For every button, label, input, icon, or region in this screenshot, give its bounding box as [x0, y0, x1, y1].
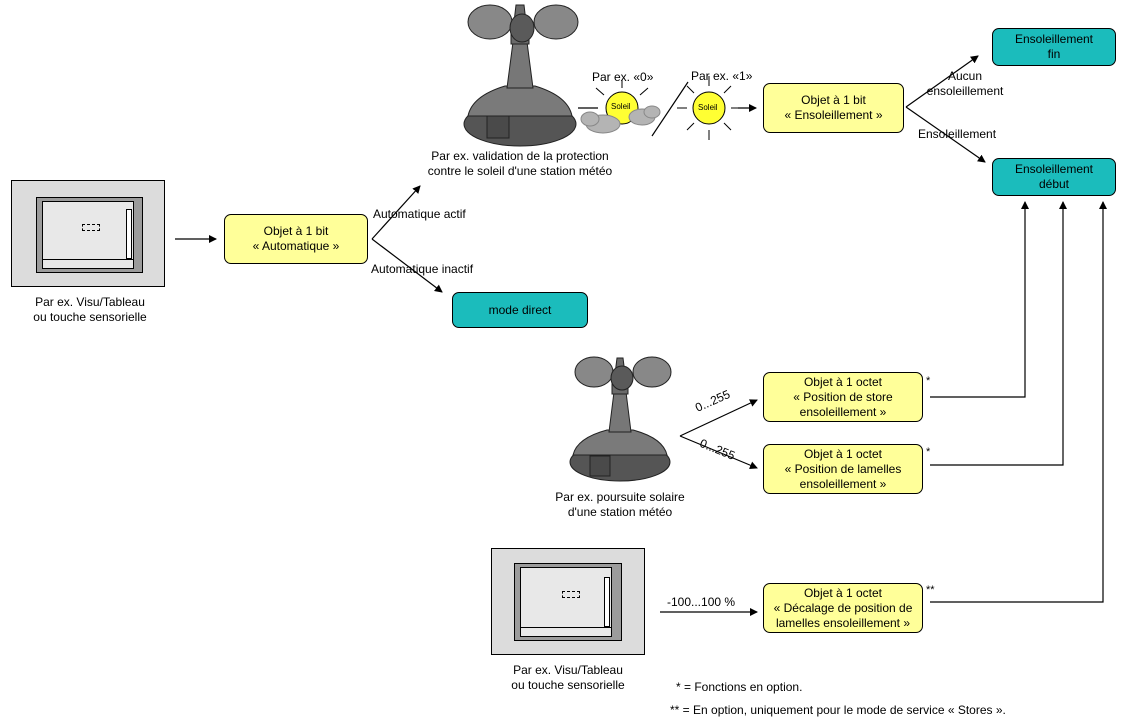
object-ensoleillement: Objet à 1 bit « Ensoleillement » — [763, 83, 904, 133]
automatique-actif-label: Automatique actif — [373, 207, 466, 221]
automatique-inactif-label: Automatique inactif — [371, 262, 474, 276]
optional-marker: * — [926, 375, 931, 387]
ensoleillement-debut-box: Ensoleillement début — [992, 158, 1116, 196]
range-percent-label: -100...100 % — [667, 595, 736, 609]
object-automatique: Objet à 1 bit « Automatique » — [224, 214, 368, 264]
touch-panel-icon — [11, 180, 165, 287]
arrow-to-pos-lamelles — [679, 435, 758, 470]
sun-icon — [677, 76, 741, 140]
aucun-ensoleillement-label: Aucun ensoleillement — [926, 69, 1004, 98]
object-decalage: Objet à 1 octet « Décalage de position d… — [763, 583, 923, 633]
sun1-label: Soleil — [698, 103, 718, 112]
visu2-caption: Par ex. Visu/Tableau ou touche sensoriel… — [511, 663, 625, 692]
arrow-ens-debut — [905, 106, 986, 163]
par-ex-0-label: Par ex. «0» — [592, 70, 654, 84]
weather-station-icon — [463, 4, 579, 147]
arrow-auto-inactif — [371, 238, 443, 293]
optional-marker: * — [926, 446, 931, 458]
object-position-lamelles: Objet à 1 octet « Position de lamelles e… — [763, 444, 923, 494]
visu1-caption: Par ex. Visu/Tableau ou touche sensoriel… — [33, 295, 147, 324]
footnote-1: * = Fonctions en option. — [676, 680, 803, 694]
station1-caption: Par ex. validation de la protection cont… — [427, 149, 613, 178]
ensoleillement-fin-box: Ensoleillement fin — [992, 28, 1116, 66]
slash-transition — [651, 81, 689, 137]
mode-direct-box: mode direct — [452, 292, 588, 328]
arrow-auto-actif — [371, 185, 421, 240]
arrow-aucun — [905, 55, 979, 108]
sun-cloudy-icon — [580, 80, 661, 134]
ensoleillement-label: Ensoleillement — [918, 127, 997, 141]
sun0-label: Soleil — [611, 102, 631, 111]
line-store-to-debut — [930, 201, 1029, 398]
footnote-2: ** = En option, uniquement pour le mode … — [670, 703, 1006, 717]
touch-panel-2-icon — [491, 548, 645, 655]
object-position-store: Objet à 1 octet « Position de store enso… — [763, 372, 923, 422]
weather-station-2-icon — [569, 356, 672, 482]
arrow-to-pos-store — [679, 399, 758, 437]
line-lamelles-to-debut — [930, 201, 1067, 466]
par-ex-1-label: Par ex. «1» — [691, 69, 753, 83]
optional-marker: ** — [926, 584, 935, 596]
line-decalage-to-debut — [930, 201, 1107, 603]
station2-caption: Par ex. poursuite solaire d'une station … — [555, 490, 685, 519]
